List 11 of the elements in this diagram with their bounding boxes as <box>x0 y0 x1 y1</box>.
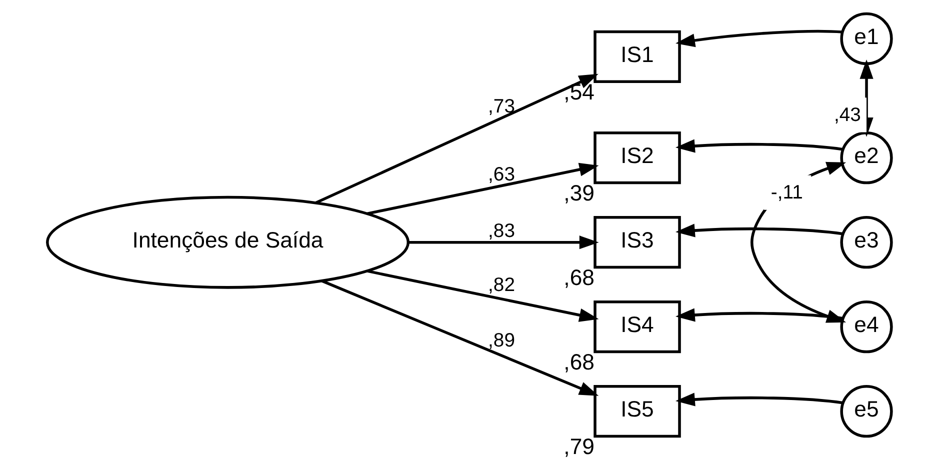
node-label: ,39 <box>563 180 594 206</box>
edge-label: ,89 <box>488 330 514 352</box>
edge-label: ,63 <box>488 163 514 186</box>
edge-label: ,83 <box>488 220 514 242</box>
edge-label: ,73 <box>488 95 514 118</box>
node-label: ,79 <box>563 434 594 460</box>
edge-label: ,82 <box>488 274 514 296</box>
node-label: ,68 <box>563 350 594 375</box>
edge-label: ,43 <box>833 104 860 126</box>
node-label: ,68 <box>563 265 594 290</box>
edge-label: -,11 <box>770 181 802 204</box>
